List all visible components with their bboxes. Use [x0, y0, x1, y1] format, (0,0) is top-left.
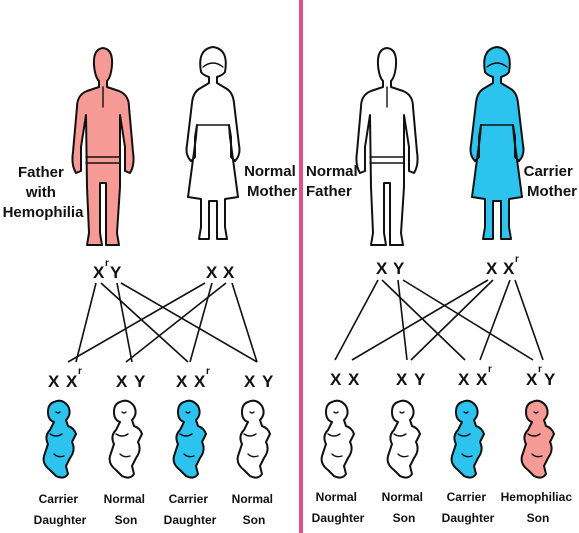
cross-line: [76, 283, 96, 362]
carrier-daughter-baby-figure: [174, 401, 206, 478]
svg-text:X: X: [458, 370, 470, 389]
svg-text:X: X: [93, 263, 105, 282]
left-child-4-genotype: X Y: [244, 372, 274, 391]
svg-text:X: X: [376, 259, 388, 278]
left-child-4-caption: Normal Son: [232, 492, 277, 527]
left-panel: Father with Hemophilia Normal Mother X r…: [3, 47, 300, 527]
svg-text:Y: Y: [262, 372, 274, 391]
left-child-3-caption: Carrier Daughter: [164, 492, 217, 527]
right-panel: Normal Father Carrier Mother X Y X X r X…: [306, 47, 577, 525]
right-child-4-caption: Hemophiliac Son: [501, 490, 576, 525]
svg-text:X: X: [330, 370, 342, 389]
svg-text:X: X: [503, 259, 515, 278]
normal-father-figure: [356, 48, 417, 245]
svg-text:Y: Y: [414, 370, 426, 389]
svg-text:r: r: [206, 366, 210, 377]
cross-lines: [68, 280, 543, 362]
cross-line: [117, 283, 132, 362]
svg-text:X: X: [66, 372, 78, 391]
right-child-3-genotype: X X r: [458, 364, 492, 389]
carrier-mother-figure: [471, 47, 524, 239]
cross-line: [190, 283, 212, 362]
svg-text:X: X: [476, 370, 488, 389]
svg-text:X: X: [48, 372, 60, 391]
svg-text:X: X: [244, 372, 256, 391]
left-child-2-genotype: X Y: [116, 372, 146, 391]
svg-text:X: X: [486, 259, 498, 278]
svg-text:Y: Y: [393, 259, 405, 278]
svg-text:X: X: [176, 372, 188, 391]
cross-line: [68, 283, 205, 362]
normal-son-baby-figure: [388, 401, 420, 478]
left-child-1-caption: Carrier Daughter: [34, 492, 87, 527]
normal-daughter-baby-figure: [322, 401, 354, 478]
svg-text:X: X: [223, 263, 235, 282]
carrier-daughter-baby-figure: [452, 401, 484, 478]
left-child-1-genotype: X X r: [48, 366, 82, 391]
svg-text:r: r: [538, 364, 542, 375]
left-mother-genotype: X X: [206, 263, 235, 282]
svg-text:Y: Y: [110, 263, 122, 282]
svg-text:X: X: [396, 370, 408, 389]
normal-mother-figure: [187, 47, 240, 239]
svg-text:r: r: [488, 364, 492, 375]
right-mother-genotype: X X r: [486, 254, 519, 278]
right-child-2-genotype: X Y: [396, 370, 426, 389]
right-mother-label: Carrier Mother: [524, 163, 578, 200]
svg-text:X: X: [116, 372, 128, 391]
right-child-2-caption: Normal Son: [382, 490, 427, 525]
cross-line: [398, 280, 407, 360]
cross-line: [480, 280, 510, 360]
left-child-3-genotype: X X r: [176, 366, 210, 391]
svg-text:r: r: [515, 254, 519, 265]
svg-text:X: X: [194, 372, 206, 391]
right-child-3-caption: Carrier Daughter: [442, 490, 495, 525]
left-child-2-caption: Normal Son: [104, 492, 149, 527]
right-child-1-genotype: X X: [330, 370, 360, 389]
carrier-daughter-baby-figure: [44, 401, 76, 478]
svg-text:X: X: [526, 370, 538, 389]
right-child-1-caption: Normal Daughter: [312, 490, 365, 525]
left-father-label: Father with Hemophilia: [3, 164, 85, 221]
right-father-label: Normal Father: [306, 163, 362, 200]
right-father-genotype: X Y: [376, 259, 405, 278]
svg-text:X: X: [348, 370, 360, 389]
svg-text:r: r: [78, 366, 82, 377]
right-child-4-genotype: X r Y: [526, 364, 556, 389]
hemophiliac-son-baby-figure: [522, 401, 554, 478]
svg-text:r: r: [105, 258, 109, 269]
normal-son-baby-figure: [110, 401, 142, 478]
cross-line: [515, 280, 543, 360]
left-mother-label: Normal Mother: [244, 163, 300, 200]
svg-text:X: X: [206, 263, 218, 282]
svg-text:Y: Y: [134, 372, 146, 391]
normal-son-baby-figure: [238, 401, 270, 478]
svg-text:Y: Y: [544, 370, 556, 389]
left-father-genotype: X r Y: [93, 258, 122, 282]
